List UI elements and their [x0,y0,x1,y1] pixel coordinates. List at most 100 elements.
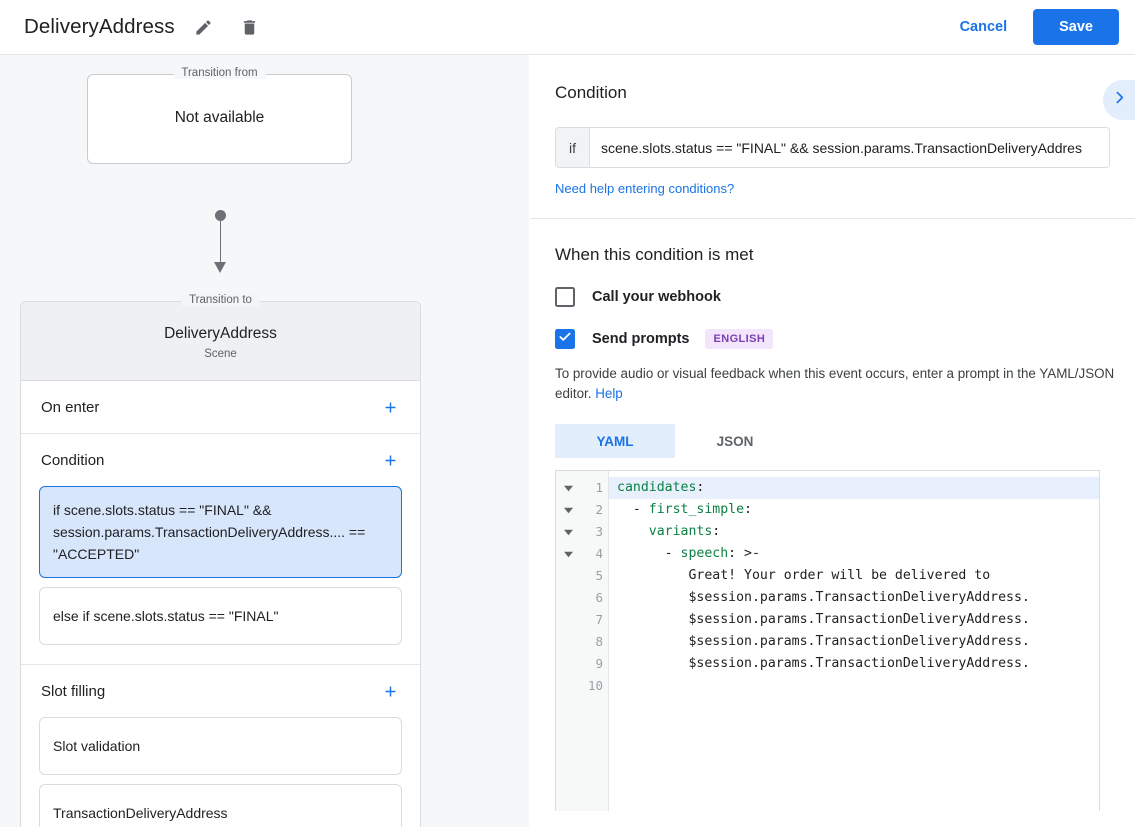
delete-button[interactable] [233,10,267,44]
send-prompts-row: Send prompts ENGLISH [555,329,1117,349]
editor-format-tabs: YAML JSON [555,424,1117,458]
transition-to-node[interactable]: Transition to DeliveryAddress Scene [21,294,420,381]
fold-toggle-icon[interactable] [556,499,581,521]
editor-code-line: $session.params.TransactionDeliveryAddre… [617,656,1030,671]
cancel-button[interactable]: Cancel [946,10,1022,44]
yaml-editor[interactable]: 1 2 3 4 5 6 7 8 9 10 candidates: - first_simple: … [555,470,1100,811]
when-condition-met-heading: When this condition is met [555,245,754,264]
editor-code-line: $session.params.TransactionDeliveryAddre… [617,590,1030,605]
graph-edge-line [219,215,222,267]
save-button[interactable]: Save [1033,9,1119,45]
fold-spacer [556,675,581,697]
plus-icon [382,683,399,700]
condition-help-link[interactable]: Need help entering conditions? [555,181,735,196]
transition-from-value: Not available [174,109,265,126]
editor-line-number: 1 [595,480,603,495]
tab-json[interactable]: JSON [716,433,754,449]
editor-code-line: $session.params.TransactionDeliveryAddre… [617,612,1030,627]
trash-icon [240,18,259,37]
section-header: Slot filling [21,665,420,717]
editor-line-numbers: 1 2 3 4 5 6 7 8 9 10 [581,471,609,811]
section-on-enter: On enter [21,381,420,434]
transition-from-legend: Transition from [173,67,266,79]
list-item[interactable]: else if scene.slots.status == "FINAL" [39,587,402,645]
condition-if-prefix: if [556,128,590,167]
editor-line-number: 3 [595,524,603,539]
edit-name-button[interactable] [187,10,221,44]
webhook-row: Call your webhook [555,287,1117,307]
section-slot-filling: Slot filling Slot validation Transaction… [21,665,420,827]
editor-line-number: 10 [587,678,603,693]
condition-panel: Condition if Need help entering conditio… [530,55,1135,219]
prompts-description-text: To provide audio or visual feedback when… [555,366,1115,401]
add-on-enter-button[interactable] [376,393,404,421]
prompts-description: To provide audio or visual feedback when… [555,364,1117,404]
transition-to-subtitle: Scene [204,348,237,360]
transition-from-node[interactable]: Transition from Not available [87,67,352,164]
prompts-help-link[interactable]: Help [595,386,623,401]
right-panel: Condition if Need help entering conditio… [530,55,1135,827]
condition-input[interactable] [590,128,1109,167]
language-badge: ENGLISH [705,329,774,349]
section-title-condition: Condition [41,451,105,469]
editor-code-line: $session.params.TransactionDeliveryAddre… [617,634,1030,649]
editor-code-line: - speech: >- [617,546,760,561]
add-condition-button[interactable] [376,446,404,474]
condition-input-group: if [555,127,1110,168]
fold-spacer [556,631,581,653]
section-condition: Condition if scene.slots.status == "FINA… [21,434,420,665]
expand-panel-button[interactable] [1103,80,1135,120]
editor-line-number: 4 [595,546,603,561]
chevron-right-icon [1111,89,1128,111]
fold-toggle-icon[interactable] [556,477,581,499]
when-condition-met-panel: When this condition is met Call your web… [530,219,1135,811]
call-webhook-checkbox[interactable] [555,287,575,307]
pencil-icon [194,18,213,37]
fold-spacer [556,565,581,587]
section-title-on-enter: On enter [41,398,100,416]
editor-line-number: 9 [595,656,603,671]
fold-spacer [556,609,581,631]
editor-code-line [609,675,1099,697]
editor-code-line: candidates: [609,477,1099,499]
editor-code-line: variants: [648,524,721,539]
editor-code-line: - first_simple: [617,502,752,517]
send-prompts-checkbox[interactable] [555,329,575,349]
transition-graph: Transition from Not available [0,55,529,273]
transition-to-value: DeliveryAddress [164,325,277,342]
editor-line-number: 7 [595,612,603,627]
page-title: DeliveryAddress [24,15,175,38]
editor-code-line: Great! Your order will be delivered to [617,568,991,583]
plus-icon [382,399,399,416]
graph-edge-arrow-icon [214,262,226,273]
editor-line-number: 5 [595,568,603,583]
fold-toggle-icon[interactable] [556,521,581,543]
plus-icon [382,452,399,469]
check-icon [558,330,572,349]
editor-code-area[interactable]: candidates: - first_simple: variants: - … [609,471,1099,811]
section-body: Slot validation TransactionDeliveryAddre… [21,717,420,827]
send-prompts-label: Send prompts [592,331,690,347]
editor-line-number: 6 [595,590,603,605]
section-header: Condition [21,434,420,486]
add-slot-filling-button[interactable] [376,677,404,705]
list-item[interactable]: Slot validation [39,717,402,775]
editor-line-number: 8 [595,634,603,649]
call-webhook-label: Call your webhook [592,289,721,305]
fold-spacer [556,587,581,609]
section-body: if scene.slots.status == "FINAL" && sess… [21,486,420,664]
top-app-bar: DeliveryAddress Cancel Save [0,0,1135,55]
left-panel: Transition from Not available Transition… [0,55,529,827]
editor-line-number: 2 [595,502,603,517]
list-item[interactable]: if scene.slots.status == "FINAL" && sess… [39,486,402,578]
section-title-slot-filling: Slot filling [41,682,106,700]
fold-toggle-icon[interactable] [556,543,581,565]
editor-fold-column [556,471,581,811]
transition-to-legend: Transition to [181,294,260,306]
condition-panel-heading: Condition [555,83,627,102]
fold-spacer [556,653,581,675]
scene-detail-card: Transition to DeliveryAddress Scene On e… [20,294,421,827]
section-header: On enter [21,381,420,433]
list-item[interactable]: TransactionDeliveryAddress [39,784,402,827]
tab-yaml[interactable]: YAML [555,424,675,458]
